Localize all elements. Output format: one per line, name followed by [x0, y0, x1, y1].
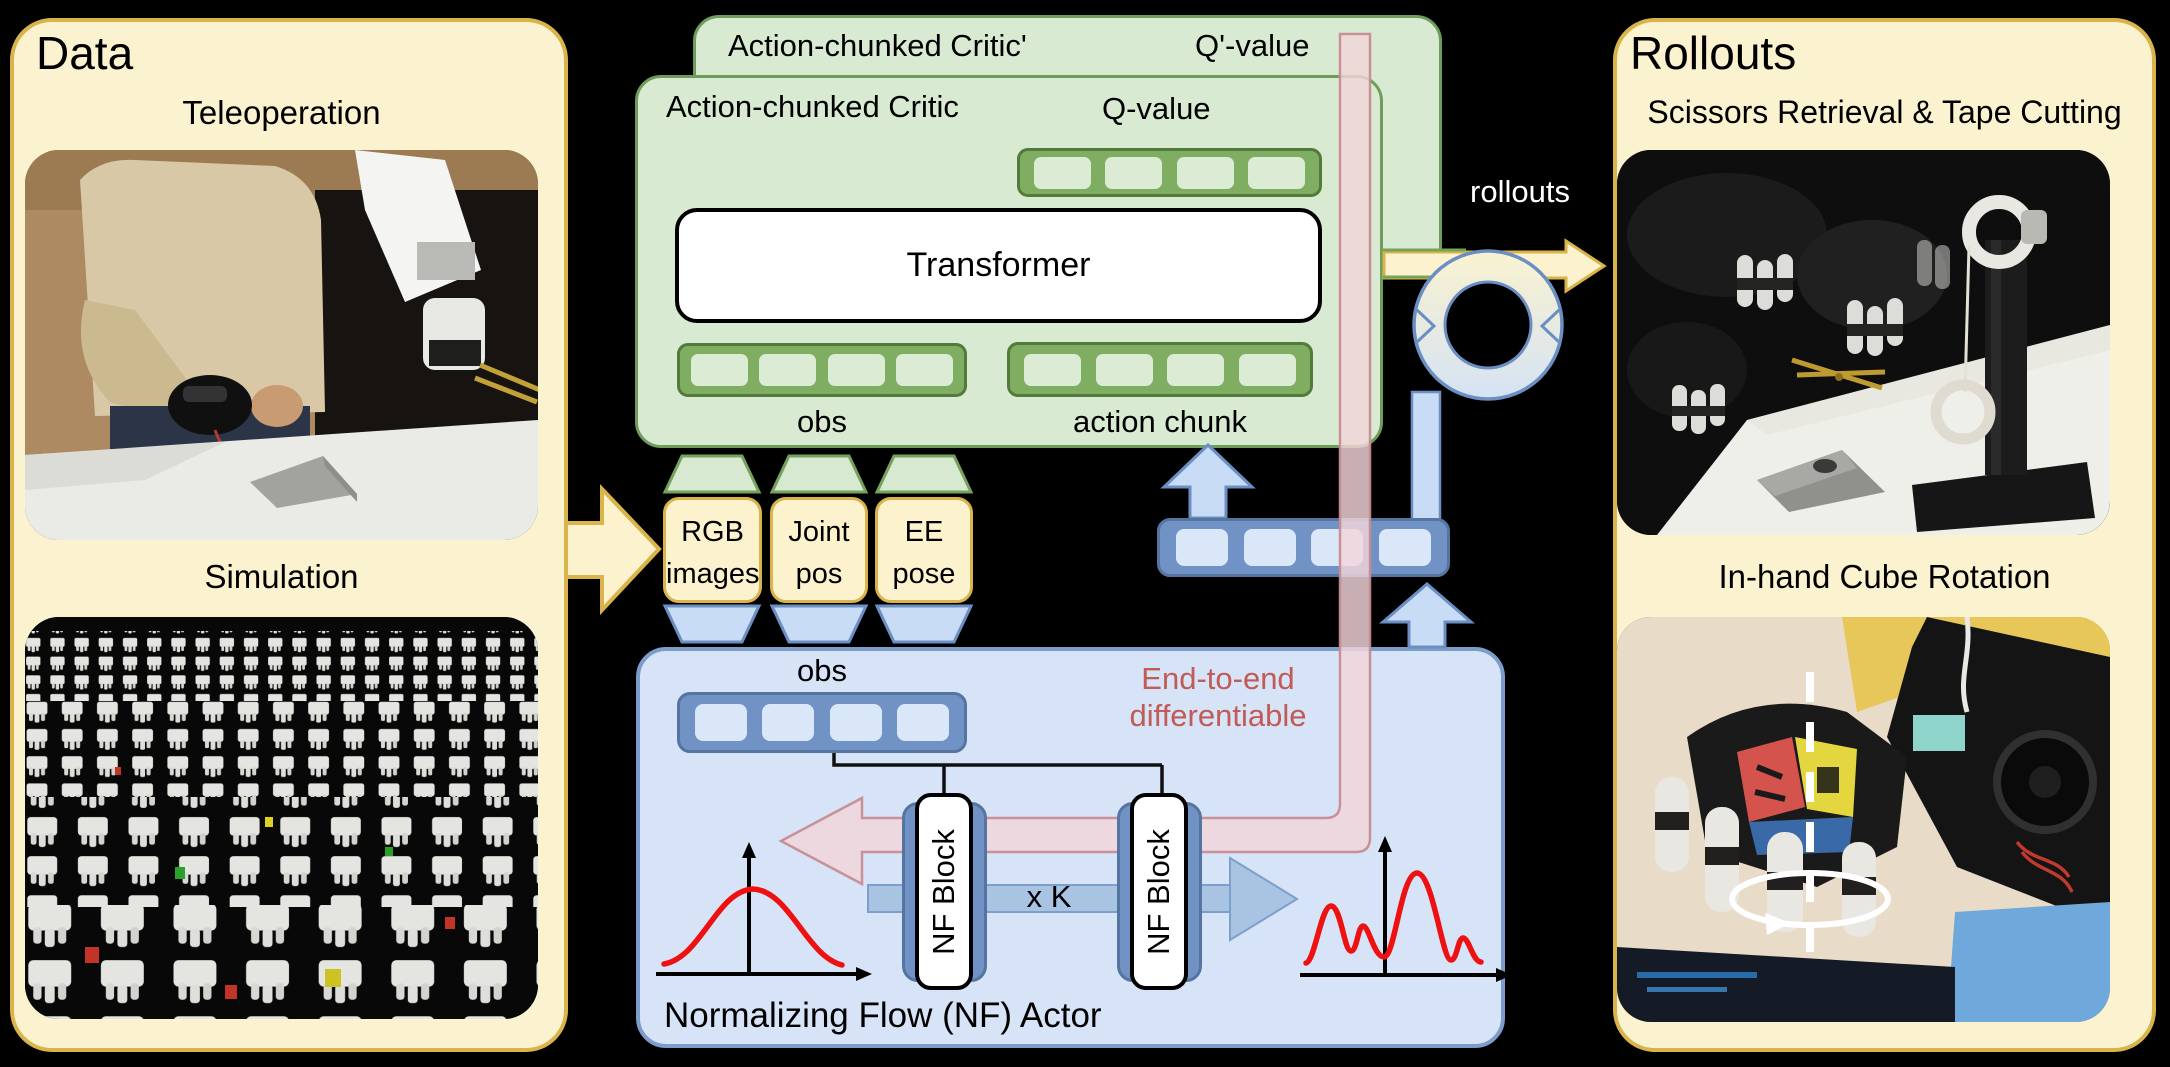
- token-cell: [829, 704, 882, 741]
- token-cell: [1167, 353, 1225, 386]
- teleoperation-photo: [25, 150, 538, 540]
- actor-obs-label: obs: [797, 653, 847, 688]
- rollouts-flow-label: rollouts: [1470, 174, 1570, 209]
- nf-block-1: NF Block: [915, 793, 973, 990]
- nf-actor-title: Normalizing Flow (NF) Actor: [664, 996, 1102, 1035]
- tape-roll-notches: [1415, 308, 1561, 344]
- q-value-label: Q-value: [1102, 91, 1211, 126]
- cube-rotation-photo: [1617, 617, 2110, 1022]
- data-panel-title: Data: [36, 27, 134, 79]
- scissors-tape-photo: [1617, 150, 2110, 535]
- green-funnel-connectors: [662, 454, 974, 494]
- scissors-tape-illustration: [1617, 150, 2110, 535]
- gaussian-distribution-icon: [656, 842, 872, 981]
- token-cell: [896, 704, 949, 741]
- rollouts-panel-title: Rollouts: [1630, 27, 1797, 79]
- simulation-illustration: [25, 617, 538, 1019]
- actor-output-up-arrow: [1378, 582, 1476, 649]
- rollout-action-token-bar: [1157, 518, 1450, 577]
- action-chunk-label: action chunk: [1072, 404, 1248, 439]
- window: [1947, 902, 2110, 1022]
- token-cell: [1105, 156, 1163, 189]
- token-cell: [1243, 529, 1296, 566]
- stand-base: [1912, 462, 2095, 532]
- token-cell: [827, 354, 885, 386]
- critic-action-token-bar: [1007, 342, 1313, 397]
- nf-block-2: NF Block: [1130, 793, 1188, 990]
- repeat-k-label: x K: [1026, 879, 1072, 914]
- token-cell: [762, 704, 815, 741]
- blue-funnel-connectors: [662, 604, 974, 644]
- robot-farm-far: [25, 631, 538, 701]
- transformer-label: Transformer: [906, 246, 1091, 284]
- token-cell: [1024, 353, 1082, 386]
- cube-red-face: [1737, 737, 1805, 822]
- target-critic-title: Action-chunked Critic': [728, 28, 1027, 63]
- rollout-band: [1410, 390, 1442, 522]
- target-q-value-label: Q'-value: [1195, 28, 1310, 63]
- end-to-end-label: End-to-end differentiable: [1129, 661, 1307, 734]
- critic-obs-token-bar: [677, 343, 967, 397]
- multimodal-distribution-icon: [1300, 836, 1512, 982]
- tape-strip: [1963, 245, 1971, 393]
- action-chunk-up-arrow: [1160, 442, 1256, 520]
- token-cell: [1175, 529, 1228, 566]
- obs-wires: [832, 753, 1164, 794]
- critic-obs-label: obs: [797, 404, 847, 439]
- token-cell: [1176, 156, 1234, 189]
- colored-cubes: [85, 767, 455, 999]
- q-value-token-bar: [1017, 148, 1322, 197]
- token-cell: [1379, 529, 1432, 566]
- monitor: [1617, 947, 1955, 1022]
- token-cell: [1247, 156, 1305, 189]
- end-to-end-gradient-path: [778, 32, 1372, 887]
- teleoperation-label: Teleoperation: [182, 94, 381, 131]
- task1-label: Scissors Retrieval & Tape Cutting: [1647, 94, 2122, 130]
- token-cell: [1095, 353, 1153, 386]
- critic-title: Action-chunked Critic: [666, 89, 959, 124]
- operator-hand: [251, 385, 303, 427]
- simulation-photo: [25, 617, 538, 1019]
- token-cell: [759, 354, 817, 386]
- teleoperation-illustration: [25, 150, 538, 540]
- rotation-arrow-icon: [1729, 870, 1891, 928]
- task2-label: In-hand Cube Rotation: [1718, 558, 2051, 595]
- tape-roll: [1930, 379, 1996, 445]
- actor-obs-token-bar: [677, 692, 967, 753]
- token-cell: [895, 354, 953, 386]
- red-wires: [2015, 840, 2074, 893]
- robot-farm-near: [25, 797, 538, 907]
- transformer-box: Transformer: [675, 208, 1322, 323]
- robot-farm-mid: [25, 701, 538, 797]
- cube-rotation-illustration: [1617, 617, 2110, 1022]
- scissors: [474, 362, 538, 405]
- token-cell: [695, 704, 748, 741]
- token-cell: [1034, 156, 1092, 189]
- token-cell: [1238, 353, 1296, 386]
- token-cell: [691, 354, 749, 386]
- forward-flow-arrowhead: [1229, 856, 1299, 942]
- data-flow-arrow: [564, 483, 662, 616]
- simulation-label: Simulation: [204, 558, 359, 595]
